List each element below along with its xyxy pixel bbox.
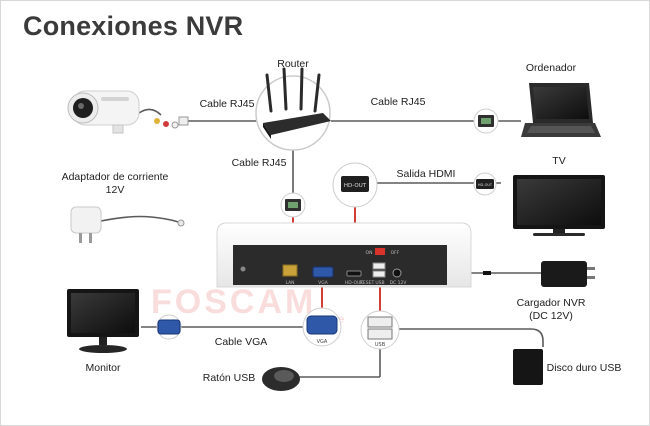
power-adapter [70, 206, 185, 243]
router [255, 67, 331, 151]
usb-hard-drive [513, 349, 543, 385]
nvr-label-reset: RESET [360, 280, 375, 286]
camera-brand-strip [101, 97, 129, 101]
nvr-label-dc: DC 12V [390, 280, 408, 286]
nvr-lan-port [282, 264, 298, 277]
laptop-keyboard [527, 126, 595, 133]
label-disco-duro-usb: Disco duro USB [547, 362, 622, 374]
label-cable-rj45-down: Cable RJ45 [232, 157, 287, 169]
usb-badge: USB [360, 310, 400, 350]
usb-badge-label: USB [375, 342, 386, 348]
router-side [263, 123, 271, 139]
ip-camera [67, 90, 189, 134]
antenna-1 [265, 73, 273, 113]
antenna-2 [282, 67, 288, 111]
nvr-label-vga: VGA [318, 280, 329, 286]
label-cargador-line2: (DC 12V) [529, 310, 573, 322]
rj45-badge-router-nvr [280, 192, 306, 218]
hdd-body [513, 349, 543, 385]
tv [513, 175, 605, 236]
page-title: Conexiones NVR [23, 11, 244, 41]
nvr-label-hdmi: HD-OUT [345, 280, 363, 286]
antenna-3 [299, 67, 304, 111]
nvr-dc-port [392, 268, 402, 278]
label-cargador-line1: Cargador NVR [517, 297, 586, 309]
nvr-usb-port-2 [372, 270, 386, 278]
label-salida-hdmi: Salida HDMI [397, 168, 456, 180]
nvr-back-panel [233, 245, 447, 285]
nvr-charger [483, 261, 595, 287]
nvr-usb-port-1 [372, 262, 386, 270]
watermark-text: FOSCAM [151, 283, 316, 321]
cable-usb-disk-bend [530, 328, 544, 347]
adapter-body [70, 206, 102, 234]
antenna-4 [313, 73, 321, 113]
camera-lens-glint [78, 103, 84, 109]
nvr-vga-port [312, 266, 334, 278]
vga-badge-small [156, 314, 182, 340]
hdmi-badge-label: HD-OUT [344, 183, 367, 189]
mouse-highlight [274, 370, 294, 382]
router-body [263, 113, 331, 135]
label-router: Router [277, 58, 309, 70]
connector-yellow [154, 118, 160, 124]
camera-mount [112, 124, 124, 134]
label-monitor: Monitor [85, 362, 121, 374]
label-adaptador-line1: Adaptador de corriente [62, 171, 169, 183]
monitor-screen [71, 293, 135, 333]
adapter-pin-1 [79, 233, 82, 243]
label-cable-rj45-left: Cable RJ45 [200, 98, 255, 110]
watermark: FOSCAM online [151, 283, 345, 326]
nvr-label-off: OFF [391, 250, 400, 256]
monitor-stand [79, 345, 127, 353]
nvr-power-switch [375, 248, 385, 255]
hdmi-badge-small-label: HD-OUT [478, 183, 493, 187]
usb-mouse [262, 367, 300, 391]
adapter-pin-2 [89, 233, 92, 243]
charger-pin-2 [587, 276, 595, 279]
tv-stand [533, 233, 585, 236]
nvr-label-on: ON [366, 250, 373, 256]
connector-red [163, 121, 169, 127]
tv-screen [517, 179, 601, 225]
charger-body [541, 261, 587, 287]
connector-rj45 [178, 116, 189, 126]
label-raton-usb: Ratón USB [203, 372, 256, 384]
labels: Router Ordenador Cable RJ45 Cable RJ45 C… [62, 58, 622, 384]
laptop-screen [533, 87, 589, 119]
hdmi-badge-small: HD-OUT [473, 172, 497, 196]
laptop [521, 83, 601, 137]
label-cable-vga: Cable VGA [215, 336, 268, 348]
nvr: LAN VGA HD-OUT RESET USB DC 12V ON OFF [216, 222, 472, 288]
charger-pin-1 [587, 267, 595, 270]
label-cable-rj45-right: Cable RJ45 [371, 96, 426, 108]
nvr-screw [240, 266, 246, 272]
tv-neck [553, 229, 565, 233]
monitor [67, 289, 139, 353]
cable-camera-pigtail [138, 108, 162, 116]
nvr-hdmi-port [346, 270, 362, 277]
connector-white [171, 121, 179, 129]
nvr-label-usb: USB [375, 280, 384, 286]
nvr-label-lan: LAN [285, 280, 294, 286]
rj45-badge-router-computer [473, 108, 499, 134]
adapter-plug [177, 219, 185, 227]
cable-adaptor [100, 215, 182, 224]
label-ordenador: Ordenador [526, 62, 577, 74]
charger-plug [483, 271, 491, 275]
label-tv: TV [552, 155, 565, 167]
vga-badge-label: VGA [317, 339, 328, 345]
monitor-neck [99, 337, 107, 345]
label-adaptador-line2: 12V [106, 184, 125, 196]
hdmi-badge-large: HD-OUT [332, 162, 378, 208]
vga-badge-large: VGA [302, 307, 342, 347]
